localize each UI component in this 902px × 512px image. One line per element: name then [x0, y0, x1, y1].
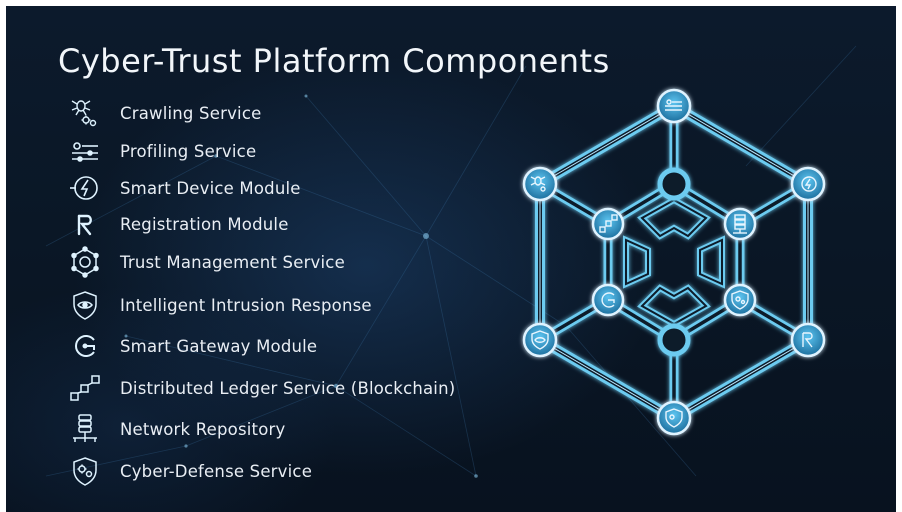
inner-core-panels — [623, 196, 725, 328]
database-network-icon — [68, 412, 102, 446]
lightning-circle-icon — [68, 171, 102, 205]
list-item-label: Intelligent Intrusion Response — [120, 295, 372, 315]
list-item-smart-gateway-module: Smart Gateway Module — [68, 329, 317, 363]
slide: Cyber-Trust Platform Components Crawling… — [6, 6, 896, 512]
list-item-profiling-service: Profiling Service — [68, 134, 256, 168]
hex-network-icon — [68, 245, 102, 279]
list-item-label: Smart Device Module — [120, 178, 301, 198]
blockchain-cubes-icon — [68, 371, 102, 405]
shield-gears-icon — [68, 454, 102, 488]
node-smart-gateway-module — [591, 283, 625, 317]
shield-gears-icon — [731, 290, 749, 310]
database-network-icon — [733, 214, 747, 234]
component-list: Crawling Service Profiling Service Smart… — [6, 6, 506, 512]
connector-links — [537, 106, 811, 418]
node-intelligent-intrusion-response — [522, 322, 558, 358]
list-item-label: Cyber-Defense Service — [120, 461, 313, 481]
list-item-crawling-service: Crawling Service — [68, 96, 261, 130]
shield-eye-icon — [531, 330, 549, 350]
list-item-smart-device-module: Smart Device Module — [68, 171, 301, 205]
shield-gears-icon — [665, 408, 683, 428]
registration-r-icon — [68, 207, 102, 241]
list-item-label: Network Repository — [120, 419, 286, 439]
node-distributed-ledger-service — [591, 207, 625, 241]
spider-gears-icon — [68, 96, 102, 130]
lightning-circle-icon — [801, 176, 817, 192]
spider-gears-icon — [530, 176, 546, 192]
page-title: Cyber-Trust Platform Components — [58, 42, 610, 80]
node-cyber-defense-service-inner — [723, 283, 757, 317]
blockchain-cubes-icon — [599, 214, 618, 233]
list-item-trust-management-service: Trust Management Service — [68, 245, 345, 279]
list-item-label: Registration Module — [120, 214, 289, 234]
gateway-g-icon — [68, 329, 102, 363]
shield-eye-icon — [68, 288, 102, 322]
sliders-gear-icon — [68, 134, 102, 168]
list-item-distributed-ledger-service: Distributed Ledger Service (Blockchain) — [68, 371, 455, 405]
inner-nodes — [591, 207, 757, 317]
list-item-label: Smart Gateway Module — [120, 336, 318, 356]
outer-nodes — [522, 88, 826, 436]
node-registration-module — [790, 322, 826, 358]
list-item-intelligent-intrusion-response: Intelligent Intrusion Response — [68, 288, 372, 322]
node-cyber-defense-service — [656, 400, 692, 436]
list-item-label: Profiling Service — [120, 141, 257, 161]
node-crawling-service — [522, 166, 558, 202]
list-item-network-repository: Network Repository — [68, 412, 285, 446]
platform-architecture-diagram — [506, 84, 846, 444]
junction-rings — [657, 167, 691, 357]
list-item-label: Crawling Service — [120, 103, 262, 123]
list-item-registration-module: Registration Module — [68, 207, 289, 241]
list-item-label: Distributed Ledger Service (Blockchain) — [120, 378, 456, 398]
list-item-label: Trust Management Service — [120, 252, 345, 272]
list-item-cyber-defense-service: Cyber-Defense Service — [68, 454, 312, 488]
background-network-graphic — [45, 45, 857, 478]
sliders-gear-icon — [665, 99, 682, 111]
gateway-g-icon — [601, 292, 615, 308]
registration-r-icon — [802, 332, 813, 348]
node-smart-device-module — [790, 166, 826, 202]
node-profiling-service — [656, 88, 692, 124]
node-network-repository — [723, 207, 757, 241]
